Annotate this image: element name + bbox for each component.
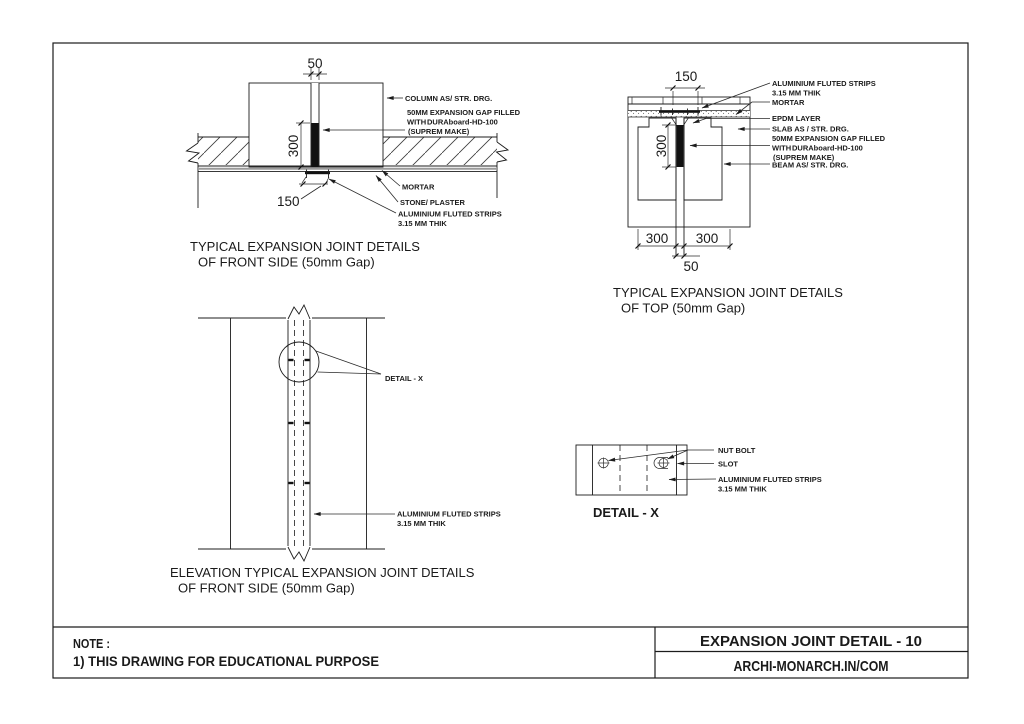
leader-stone xyxy=(375,175,399,203)
label-gap-top-2b: DURAboard-HD-100 xyxy=(792,144,863,153)
note-label: NOTE : xyxy=(73,636,110,651)
label-alu-detail-1: ALUMINIUM FLUTED STRIPS xyxy=(718,475,822,484)
beam-left xyxy=(637,117,677,201)
break-symbol-right xyxy=(495,141,510,163)
note-text: 1) THIS DRAWING FOR EDUCATIONAL PURPOSE xyxy=(73,653,379,669)
dim-150-text: 150 xyxy=(277,194,300,209)
label-gap-fill-1: 50MM EXPANSION GAP FILLED xyxy=(407,108,521,117)
label-nut-bolt: NUT BOLT xyxy=(718,446,756,455)
front-side-caption-2: OF FRONT SIDE (50mm Gap) xyxy=(198,255,375,270)
stone-plaster-layers xyxy=(198,165,497,172)
label-mortar: MORTAR xyxy=(402,183,435,192)
label-gap-fill-3: (SUPREM MAKE) xyxy=(408,127,470,136)
label-alu-strip-1: ALUMINIUM FLUTED STRIPS xyxy=(398,210,502,219)
detail-x-leader-1 xyxy=(315,350,382,375)
label-gap-fill-2a: WITH xyxy=(407,118,426,127)
break-symbol-top xyxy=(287,303,311,320)
leader-mortar xyxy=(381,170,401,187)
dimension-depth-300: 300 xyxy=(286,120,310,170)
aluminium-strip-plan xyxy=(659,107,700,116)
expansion-gap-filler-top xyxy=(676,125,684,167)
top-view-caption-1: TYPICAL EXPANSION JOINT DETAILS xyxy=(613,285,843,300)
top-view-outline xyxy=(627,96,751,228)
leader-mortar-top xyxy=(735,101,770,115)
bolt-marks xyxy=(288,358,310,485)
dim-300-top-text: 300 xyxy=(654,135,669,158)
elevation-drawing: DETAIL - X ALUMINIUM FLUTED STRIPS 3.15 … xyxy=(170,303,501,596)
leader-epdm xyxy=(692,118,770,124)
leader-alu-detail xyxy=(668,477,717,482)
aluminium-strip-plate xyxy=(305,169,330,178)
finish-layer xyxy=(628,97,750,105)
break-symbol-bottom xyxy=(287,546,311,563)
label-gap-top-3: (SUPREM MAKE) xyxy=(773,153,835,162)
label-alu-top-1: ALUMINIUM FLUTED STRIPS xyxy=(772,79,876,88)
front-side-detail-drawing: 50 300 150 COLUMN AS/ STR. DRG. 5 xyxy=(185,56,521,270)
top-view-detail-drawing: 150 300 300 300 50 xyxy=(613,69,886,316)
label-mortar-top: MORTAR xyxy=(772,98,805,107)
expansion-gap xyxy=(675,118,685,256)
dim-150-top-text: 150 xyxy=(675,69,698,84)
beam-right xyxy=(683,117,723,201)
break-symbol-left xyxy=(185,142,201,164)
leader-alu-top xyxy=(701,82,771,109)
expansion-gap-filler xyxy=(311,123,319,167)
top-view-caption-2: OF TOP (50mm Gap) xyxy=(621,301,745,316)
dim-300-right-text: 300 xyxy=(696,231,719,246)
strip-panel xyxy=(575,444,688,496)
slab-hatch-left xyxy=(185,133,249,208)
label-detail-x: DETAIL - X xyxy=(385,374,423,383)
dimension-depth-300-top: 300 xyxy=(654,122,676,170)
label-slab: SLAB AS / STR. DRG. xyxy=(772,125,849,134)
dim-50-text: 50 xyxy=(307,56,322,71)
dim-300-text: 300 xyxy=(286,135,301,158)
drawing-title: EXPANSION JOINT DETAIL - 10 xyxy=(700,633,922,650)
elevation-caption-1: ELEVATION TYPICAL EXPANSION JOINT DETAIL… xyxy=(170,565,475,580)
detail-x-drawing: NUT BOLT SLOT ALUMINIUM FLUTED STRIPS 3.… xyxy=(575,444,822,520)
label-gap-top-2a: WITH xyxy=(772,144,791,153)
joint-strip-elevation xyxy=(287,303,311,563)
dim-300-left-text: 300 xyxy=(646,231,669,246)
label-gap-fill-2b: DURAboard-HD-100 xyxy=(427,118,498,127)
dimension-strip-150-top: 150 xyxy=(665,69,705,105)
elevation-caption-2: OF FRONT SIDE (50mm Gap) xyxy=(178,581,355,596)
front-side-caption-1: TYPICAL EXPANSION JOINT DETAILS xyxy=(190,239,420,254)
label-column: COLUMN AS/ STR. DRG. xyxy=(405,94,492,103)
label-gap-top-1: 50MM EXPANSION GAP FILLED xyxy=(772,134,886,143)
dimension-strip-150: 150 xyxy=(277,176,330,209)
detail-x-callout-circle xyxy=(278,341,320,383)
dim-50-bottom-text: 50 xyxy=(683,259,698,274)
detail-x-leader-2 xyxy=(317,371,382,375)
title-block: NOTE : 1) THIS DRAWING FOR EDUCATIONAL P… xyxy=(73,633,922,675)
dimension-bottom: 300 300 50 xyxy=(635,229,733,274)
slot-symbol xyxy=(653,457,670,469)
label-alu-strip-2: 3.15 MM THIK xyxy=(398,219,447,228)
detail-x-caption: DETAIL - X xyxy=(593,505,659,520)
label-stone-plaster: STONE/ PLASTER xyxy=(400,198,465,207)
leader-nut-bolt-2 xyxy=(667,449,689,460)
label-slot: SLOT xyxy=(718,460,738,469)
leader-aluminium xyxy=(328,178,397,214)
label-alu-top-2: 3.15 MM THIK xyxy=(772,89,821,98)
label-alu-elev-1: ALUMINIUM FLUTED STRIPS xyxy=(397,510,501,519)
label-alu-elev-2: 3.15 MM THIK xyxy=(397,519,446,528)
label-epdm: EPDM LAYER xyxy=(772,114,821,123)
website: ARCHI-MONARCH.IN/COM xyxy=(734,658,889,675)
nut-bolt-symbol xyxy=(597,457,610,469)
slab-hatch-right xyxy=(383,133,510,198)
label-alu-detail-2: 3.15 MM THIK xyxy=(718,485,767,494)
label-beam: BEAM AS/ STR. DRG. xyxy=(772,161,848,170)
dimension-gap-50: 50 xyxy=(303,56,327,80)
page-border xyxy=(52,42,969,679)
